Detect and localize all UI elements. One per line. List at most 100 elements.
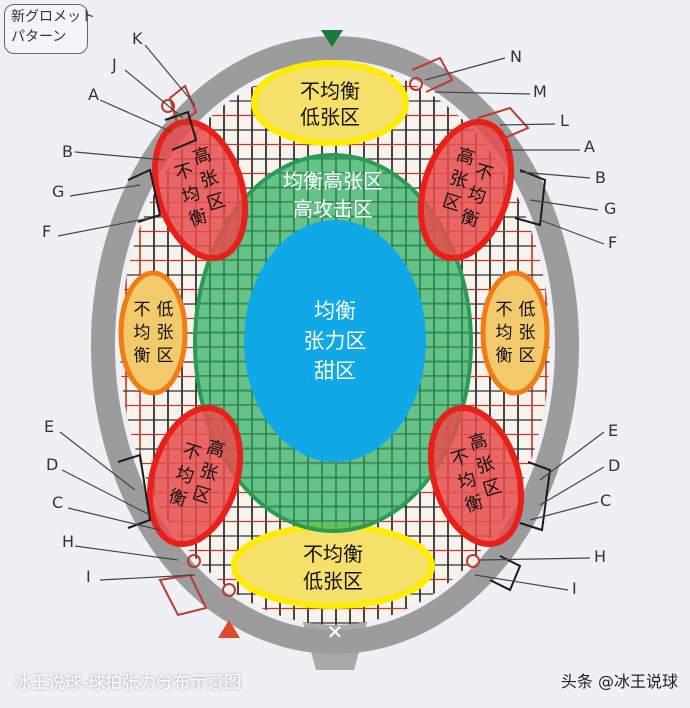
svg-text:张: 张	[474, 453, 497, 478]
string-loop-right-c	[519, 461, 552, 532]
svg-text:张: 张	[197, 460, 220, 485]
label-right-e: E	[608, 421, 618, 440]
svg-text:不: 不	[496, 300, 513, 320]
zone-orange-right	[480, 270, 550, 396]
zone-bottom-unbalanced-low	[231, 523, 435, 609]
label-right-l: L	[560, 111, 569, 130]
svg-text:低: 低	[157, 300, 174, 320]
string-loop-right-l	[477, 106, 530, 141]
red-zone-text-bottom-left: 高 张 区 不 均 衡	[166, 437, 227, 511]
svg-text:衡: 衡	[187, 206, 210, 231]
label-right-f: F	[608, 233, 617, 252]
bottom-zone-line2: 低张区	[303, 569, 363, 593]
top-zone-line2: 低张区	[300, 105, 360, 129]
string-loop-bottom-left	[158, 573, 208, 617]
label-right-d: D	[608, 456, 620, 475]
yonex-logo-icon: ✕	[327, 620, 344, 644]
label-left-k: K	[132, 29, 143, 48]
orange-zone-text-right: 不 低 均 张 衡 区	[496, 300, 536, 366]
svg-text:不: 不	[448, 446, 471, 471]
label-right-n: N	[510, 47, 522, 66]
label-right-m: M	[533, 82, 547, 101]
svg-text:高: 高	[191, 144, 214, 169]
svg-text:衡: 衡	[134, 346, 151, 366]
label-left-j: J	[111, 55, 117, 74]
svg-text:区: 区	[481, 476, 504, 501]
svg-text:区: 区	[519, 346, 536, 366]
svg-text:均: 均	[134, 323, 151, 343]
label-left-g: G	[52, 182, 64, 201]
svg-text:区: 区	[440, 190, 463, 215]
string-loop-left-c	[117, 453, 152, 529]
svg-text:不: 不	[134, 300, 151, 320]
green-zone-line2: 高攻击区	[293, 197, 373, 221]
leader-lines	[57, 44, 605, 591]
bottom-zone-line1: 不均衡	[303, 542, 363, 566]
diagram-caption: 冰王说球-球拍张力分布示意图	[14, 673, 242, 693]
grommet-circle-bottom-left-2	[222, 583, 236, 597]
svg-text:张: 张	[198, 167, 221, 192]
svg-text:均: 均	[496, 323, 513, 343]
svg-text:均: 均	[465, 183, 488, 208]
svg-text:高: 高	[467, 430, 490, 455]
top-triangle-marker-icon	[321, 30, 343, 47]
svg-text:均: 均	[173, 463, 196, 488]
svg-text:区: 区	[205, 190, 228, 215]
svg-text:高: 高	[454, 144, 477, 169]
svg-text:张: 张	[447, 167, 470, 192]
svg-text:衡: 衡	[463, 492, 486, 517]
svg-text:高: 高	[204, 437, 227, 462]
svg-text:张: 张	[157, 323, 174, 343]
zone-red-top-left	[151, 118, 249, 262]
toutiao-watermark: 头条 @冰王说球	[560, 672, 678, 691]
svg-text:张: 张	[519, 323, 536, 343]
sweet-spot-line3: 甜区	[314, 359, 356, 383]
grommet-circle-top-right	[409, 77, 423, 91]
svg-text:衡: 衡	[166, 486, 189, 511]
label-left-d: D	[46, 455, 58, 474]
string-loop-bottom-right	[489, 555, 522, 592]
zone-sweet-spot	[244, 220, 426, 462]
grommet-circle-top-left	[161, 99, 175, 113]
grommet-circle-bottom-right	[466, 554, 480, 568]
svg-text:均: 均	[455, 469, 478, 494]
label-left-b: B	[62, 142, 73, 161]
grommet-pattern-line2: パターン	[11, 29, 67, 45]
sweet-spot-line1: 均衡	[314, 299, 356, 323]
grommet-pattern-line1: 新グロメット	[11, 9, 95, 25]
zone-red-bottom-left	[146, 404, 244, 548]
svg-text:衡: 衡	[458, 206, 481, 231]
label-right-i: I	[572, 579, 577, 598]
red-zone-text-top-left: 高 张 区 不 均 衡	[172, 144, 228, 231]
svg-text:区: 区	[190, 483, 213, 508]
string-loop-left-a	[164, 110, 198, 151]
label-right-c: C	[600, 491, 611, 510]
label-left-i: I	[86, 567, 91, 586]
grommet-pattern-label: 新グロメット パターン	[4, 4, 95, 54]
bottom-triangle-marker-icon	[218, 620, 240, 638]
svg-text:不: 不	[172, 160, 195, 185]
green-zone-line1: 均衡高张区	[283, 169, 383, 193]
label-left-c: C	[52, 493, 63, 512]
svg-text:区: 区	[157, 346, 174, 366]
label-left-h: H	[62, 532, 74, 551]
label-left-a: A	[88, 85, 99, 104]
svg-text:衡: 衡	[496, 346, 513, 366]
string-loop-right-b	[514, 169, 547, 227]
red-zone-text-bottom-right: 高 张 区 不 均 衡	[448, 430, 504, 517]
zone-orange-left	[118, 270, 188, 396]
svg-text:不: 不	[180, 440, 203, 465]
svg-text:低: 低	[519, 300, 536, 320]
svg-text:不: 不	[472, 160, 495, 185]
label-left-e: E	[44, 417, 54, 436]
label-right-g: G	[604, 199, 616, 218]
zone-red-bottom-right	[427, 404, 525, 548]
label-right-b: B	[595, 168, 606, 187]
zone-red-top-right	[417, 118, 515, 262]
racket-frame	[91, 36, 579, 654]
grommet-circle-bottom-left	[187, 554, 201, 568]
top-zone-line1: 不均衡	[300, 79, 360, 103]
label-right-a: A	[584, 137, 595, 156]
